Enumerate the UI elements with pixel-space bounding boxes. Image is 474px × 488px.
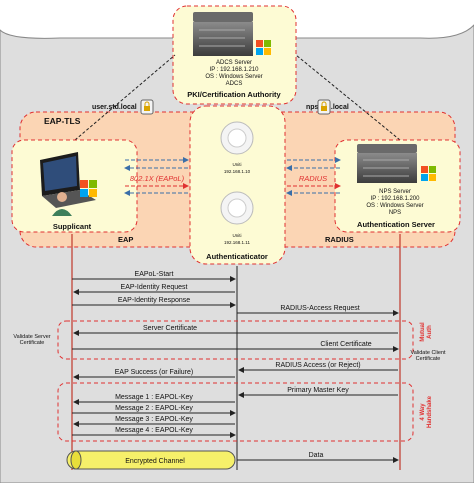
adcs-os: OS : Windows Server — [205, 74, 262, 80]
handshake-line1: 4 Way — [420, 403, 426, 421]
msg-radius-access-result-label: RADIUS Access (or Reject) — [275, 362, 360, 369]
msg-primary-master-key-label: Primary Master Key — [287, 387, 349, 394]
nps-role: NPS — [389, 210, 401, 216]
radius-label: RADIUS — [299, 174, 327, 183]
adcs-name: ADCS Server — [216, 60, 252, 66]
auth-server-label: Authentication Server — [357, 220, 435, 229]
server-icon — [193, 12, 253, 56]
mutual-auth-label: Mutual Auth — [420, 322, 433, 342]
laptop-icon — [40, 152, 96, 208]
msg-radius-access-request-label: RADIUS-Access Request — [280, 305, 359, 312]
msg-server-certificate-label: Server Certificate — [143, 325, 197, 332]
encrypted-channel — [66, 450, 236, 470]
ap2-ip: 192.168.1.11 — [224, 240, 250, 245]
msg-identity-request-label: EAP-Identity Request — [121, 284, 188, 291]
encrypted-channel-cap — [70, 450, 82, 470]
radius-protocol-label: RADIUS — [325, 235, 354, 244]
windows-logo-icon — [256, 40, 271, 55]
msg-identity-response-label: EAP-Identity Response — [118, 297, 190, 304]
user-icon — [52, 192, 72, 216]
pki-link-left — [74, 54, 176, 141]
windows-logo-icon — [421, 166, 436, 181]
adcs-role: ADCS — [226, 81, 243, 87]
msg-eapol-key-1-label: Message 1 : EAPOL-Key — [115, 394, 193, 401]
authenticator-box — [189, 105, 286, 265]
validate-client-cert-line2: Certificate — [416, 356, 441, 362]
ap1-ip: 192.168.1.10 — [224, 169, 251, 174]
mutual-auth-line2: Auth — [427, 325, 433, 339]
msg-eapol-start-label: EAPoL-Start — [135, 271, 174, 278]
handshake-line2: Handshake — [427, 395, 433, 428]
nps-os: OS : Windows Server — [366, 203, 423, 209]
lock-icon — [317, 99, 331, 115]
mutual-auth-line1: Mutual — [420, 322, 426, 342]
validate-server-cert-line2: Certificate — [20, 340, 45, 346]
eap-tls-label: EAP-TLS — [44, 116, 81, 126]
nps-name: NPS Server — [379, 189, 411, 195]
encrypted-channel-label: Encrypted Channel — [125, 458, 185, 465]
supplicant-label: Supplicant — [53, 222, 92, 231]
validate-client-cert-line1: Validate Client — [410, 350, 446, 356]
validate-server-cert-line1: Validate Server — [13, 334, 50, 340]
nps-ip: IP : 192.168.1.200 — [371, 196, 421, 202]
ap1-brand: Uniti — [232, 162, 241, 167]
msg-eap-success-label: EAP Success (or Failure) — [115, 369, 193, 376]
server-icon — [357, 144, 417, 183]
windows-logo-icon — [80, 180, 97, 197]
lock-icon — [140, 99, 154, 115]
msg-eapol-key-4-label: Message 4 : EAPOL-Key — [115, 427, 193, 434]
eap-protocol-label: EAP — [118, 235, 133, 244]
msg-data-label: Data — [309, 452, 324, 459]
mutual-auth-box — [57, 320, 414, 360]
msg-client-certificate-label: Client Certificate — [320, 341, 371, 348]
ap2-brand: Uniti — [232, 233, 241, 238]
msg-eapol-key-2-label: Message 2 : EAPOL-Key — [115, 405, 193, 412]
handshake-box — [57, 382, 414, 442]
adcs-ip: IP : 192.168.1.210 — [210, 67, 260, 73]
authenticator-label: Authenticaticator — [206, 252, 268, 261]
left-domain-label: user.std.local — [92, 104, 137, 111]
eapol-label: 802.1X (EAPoL) — [130, 174, 185, 183]
pki-title: PKI/Certification Authority — [187, 90, 281, 99]
access-point-icon — [220, 121, 254, 155]
pki-link-right — [295, 54, 401, 141]
access-point-icon — [220, 191, 254, 225]
msg-eapol-key-3-label: Message 3 : EAPOL-Key — [115, 416, 193, 423]
handshake-label: 4 Way Handshake — [420, 395, 433, 428]
